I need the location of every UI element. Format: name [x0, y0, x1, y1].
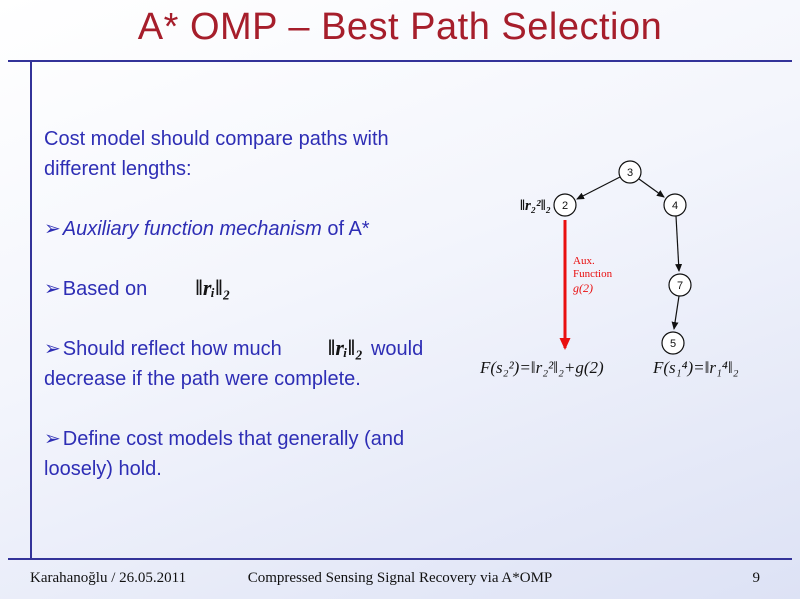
bullet1-italic-text: Auxiliary function mechanism [62, 218, 322, 240]
intro-paragraph: Cost model should compare paths with dif… [44, 128, 389, 180]
edge-3-2 [576, 176, 621, 200]
node-circle-2 [553, 193, 577, 217]
node-circle-5 [661, 331, 685, 355]
footer-author-date: Karahanoğlu / 26.05.2011 [30, 570, 187, 586]
left-border-line [30, 61, 32, 558]
bullet-auxiliary-function: ➢Auxiliary function mechanism of A* [44, 214, 464, 244]
slide-body: Cost model should compare paths with dif… [44, 124, 464, 514]
footer-presentation-title: Compressed Sensing Signal Recovery via A… [247, 570, 553, 586]
aux-annotation-line1: Aux. [573, 255, 595, 267]
node-circle-3 [618, 160, 642, 184]
page-number: 9 [752, 570, 761, 586]
edge-4-7 [675, 215, 683, 272]
slide-title: A* OMP – Best Path Selection [137, 6, 663, 48]
bullet2-text: Based on [62, 278, 148, 300]
node-label: 2 [562, 200, 568, 212]
aux-annotation-line3: g(2) [573, 281, 593, 295]
residual-norm-math: ‖rᵢ‖₂ [327, 335, 363, 360]
node-label: 7 [677, 280, 683, 292]
bullet1-rest-text: of A* [321, 218, 370, 240]
bullet-arrow-icon: ➢ [44, 278, 61, 300]
node-circle-7 [668, 273, 692, 297]
bullet3-post-text: would decrease if the path were complete… [44, 338, 424, 390]
bullet-define-cost-models: ➢Define cost models that generally (and … [44, 424, 464, 484]
node-label: 4 [672, 200, 678, 212]
edge-3-4 [638, 178, 665, 198]
residual-norm-math: ‖rᵢ‖₂ [195, 275, 231, 300]
title-divider-line [8, 60, 792, 62]
bullet-based-on: ➢Based on ‖rᵢ‖₂ [44, 274, 464, 304]
bullet-arrow-icon: ➢ [44, 338, 61, 360]
edge-7-5 [671, 295, 680, 330]
node-circle-4 [663, 193, 687, 217]
bullet3-pre-text: Should reflect how much [62, 338, 282, 360]
tree-svg: 3 2 4 7 5 ‖r₂²‖₂ Aux. Function g(2) [520, 160, 692, 355]
aux-annotation-line2: Function [573, 268, 613, 280]
bullet-arrow-icon: ➢ [44, 428, 61, 450]
bullet-arrow-icon: ➢ [44, 218, 61, 240]
residual-norm-label: ‖r₂²‖₂ [520, 198, 551, 214]
node-label: 3 [627, 167, 633, 179]
cost-formula-left-path: F(s₂²)=‖r₂²‖₂+g(2) [480, 358, 604, 377]
node-label: 5 [670, 338, 676, 350]
footer-divider-line [8, 558, 792, 560]
bullet4-text: Define cost models that generally (and l… [44, 428, 405, 480]
cost-formula-right-path: F(s₁⁴)=‖r₁⁴‖₂ [653, 358, 739, 377]
search-tree-diagram: 3 2 4 7 5 ‖r₂²‖₂ Aux. Function g(2) [478, 148, 778, 360]
